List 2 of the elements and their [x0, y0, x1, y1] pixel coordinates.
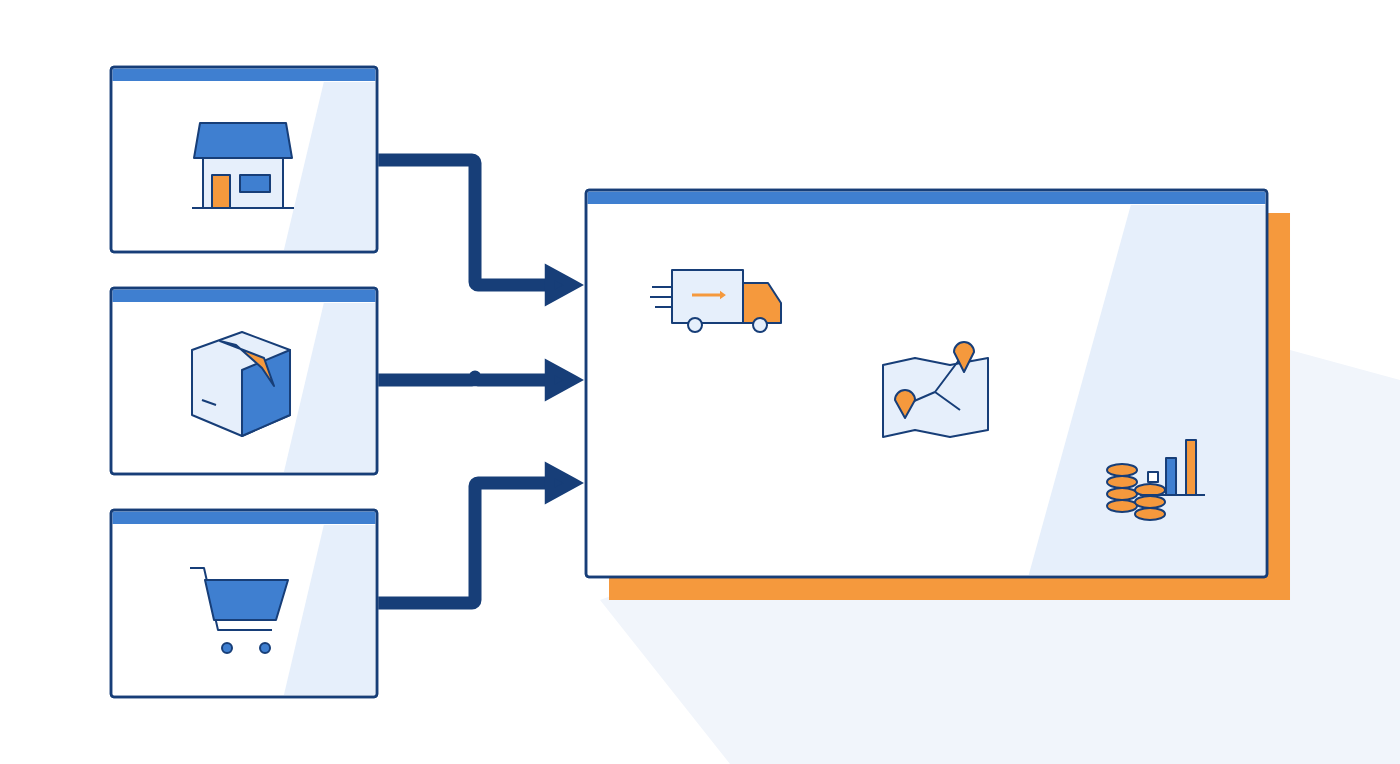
cart-window: [109, 508, 379, 699]
main-window: [584, 188, 1290, 600]
